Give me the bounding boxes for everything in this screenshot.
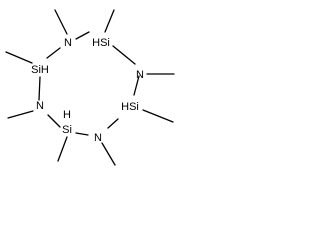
atom-n-left: N <box>36 100 44 112</box>
bond-si-right-to-n-bottom <box>107 118 119 129</box>
atom-si-left: SiH <box>31 64 49 76</box>
atom-si-top-right: HSi <box>92 37 110 49</box>
atom-si-bottom: Si <box>62 124 72 136</box>
structure-diagram: N HSi N HSi N Si H N SiH <box>0 0 178 178</box>
bond-n-top-to-si-top-right <box>75 31 90 40</box>
bond-si-left-to-n-top <box>46 47 61 59</box>
methyl-bond-n-bottom <box>101 142 116 166</box>
bond-si-top-right-to-n-right <box>112 45 136 65</box>
methyl-bond-si-bottom <box>57 136 68 162</box>
atom-n-right: N <box>136 69 144 81</box>
atom-n-bottom: N <box>94 132 102 144</box>
bond-n-left-to-si-left <box>38 76 41 101</box>
methyl-bond-n-top <box>54 9 68 35</box>
bond-si-bottom-to-n-left <box>47 114 61 128</box>
molecule-svg: N HSi N HSi N Si H N SiH <box>5 9 175 166</box>
methyl-bond-si-right <box>142 109 174 123</box>
methyl-bond-n-left <box>7 110 34 119</box>
methyl-bond-si-top-right <box>104 9 115 33</box>
methyl-bond-si-left <box>5 51 33 64</box>
atom-si-bottom-h: H <box>63 109 71 121</box>
bond-n-right-to-si-right <box>133 75 140 96</box>
atom-si-right: HSi <box>121 101 139 113</box>
atom-n-top: N <box>64 37 72 49</box>
bond-n-bottom-to-si-bottom <box>75 132 89 136</box>
